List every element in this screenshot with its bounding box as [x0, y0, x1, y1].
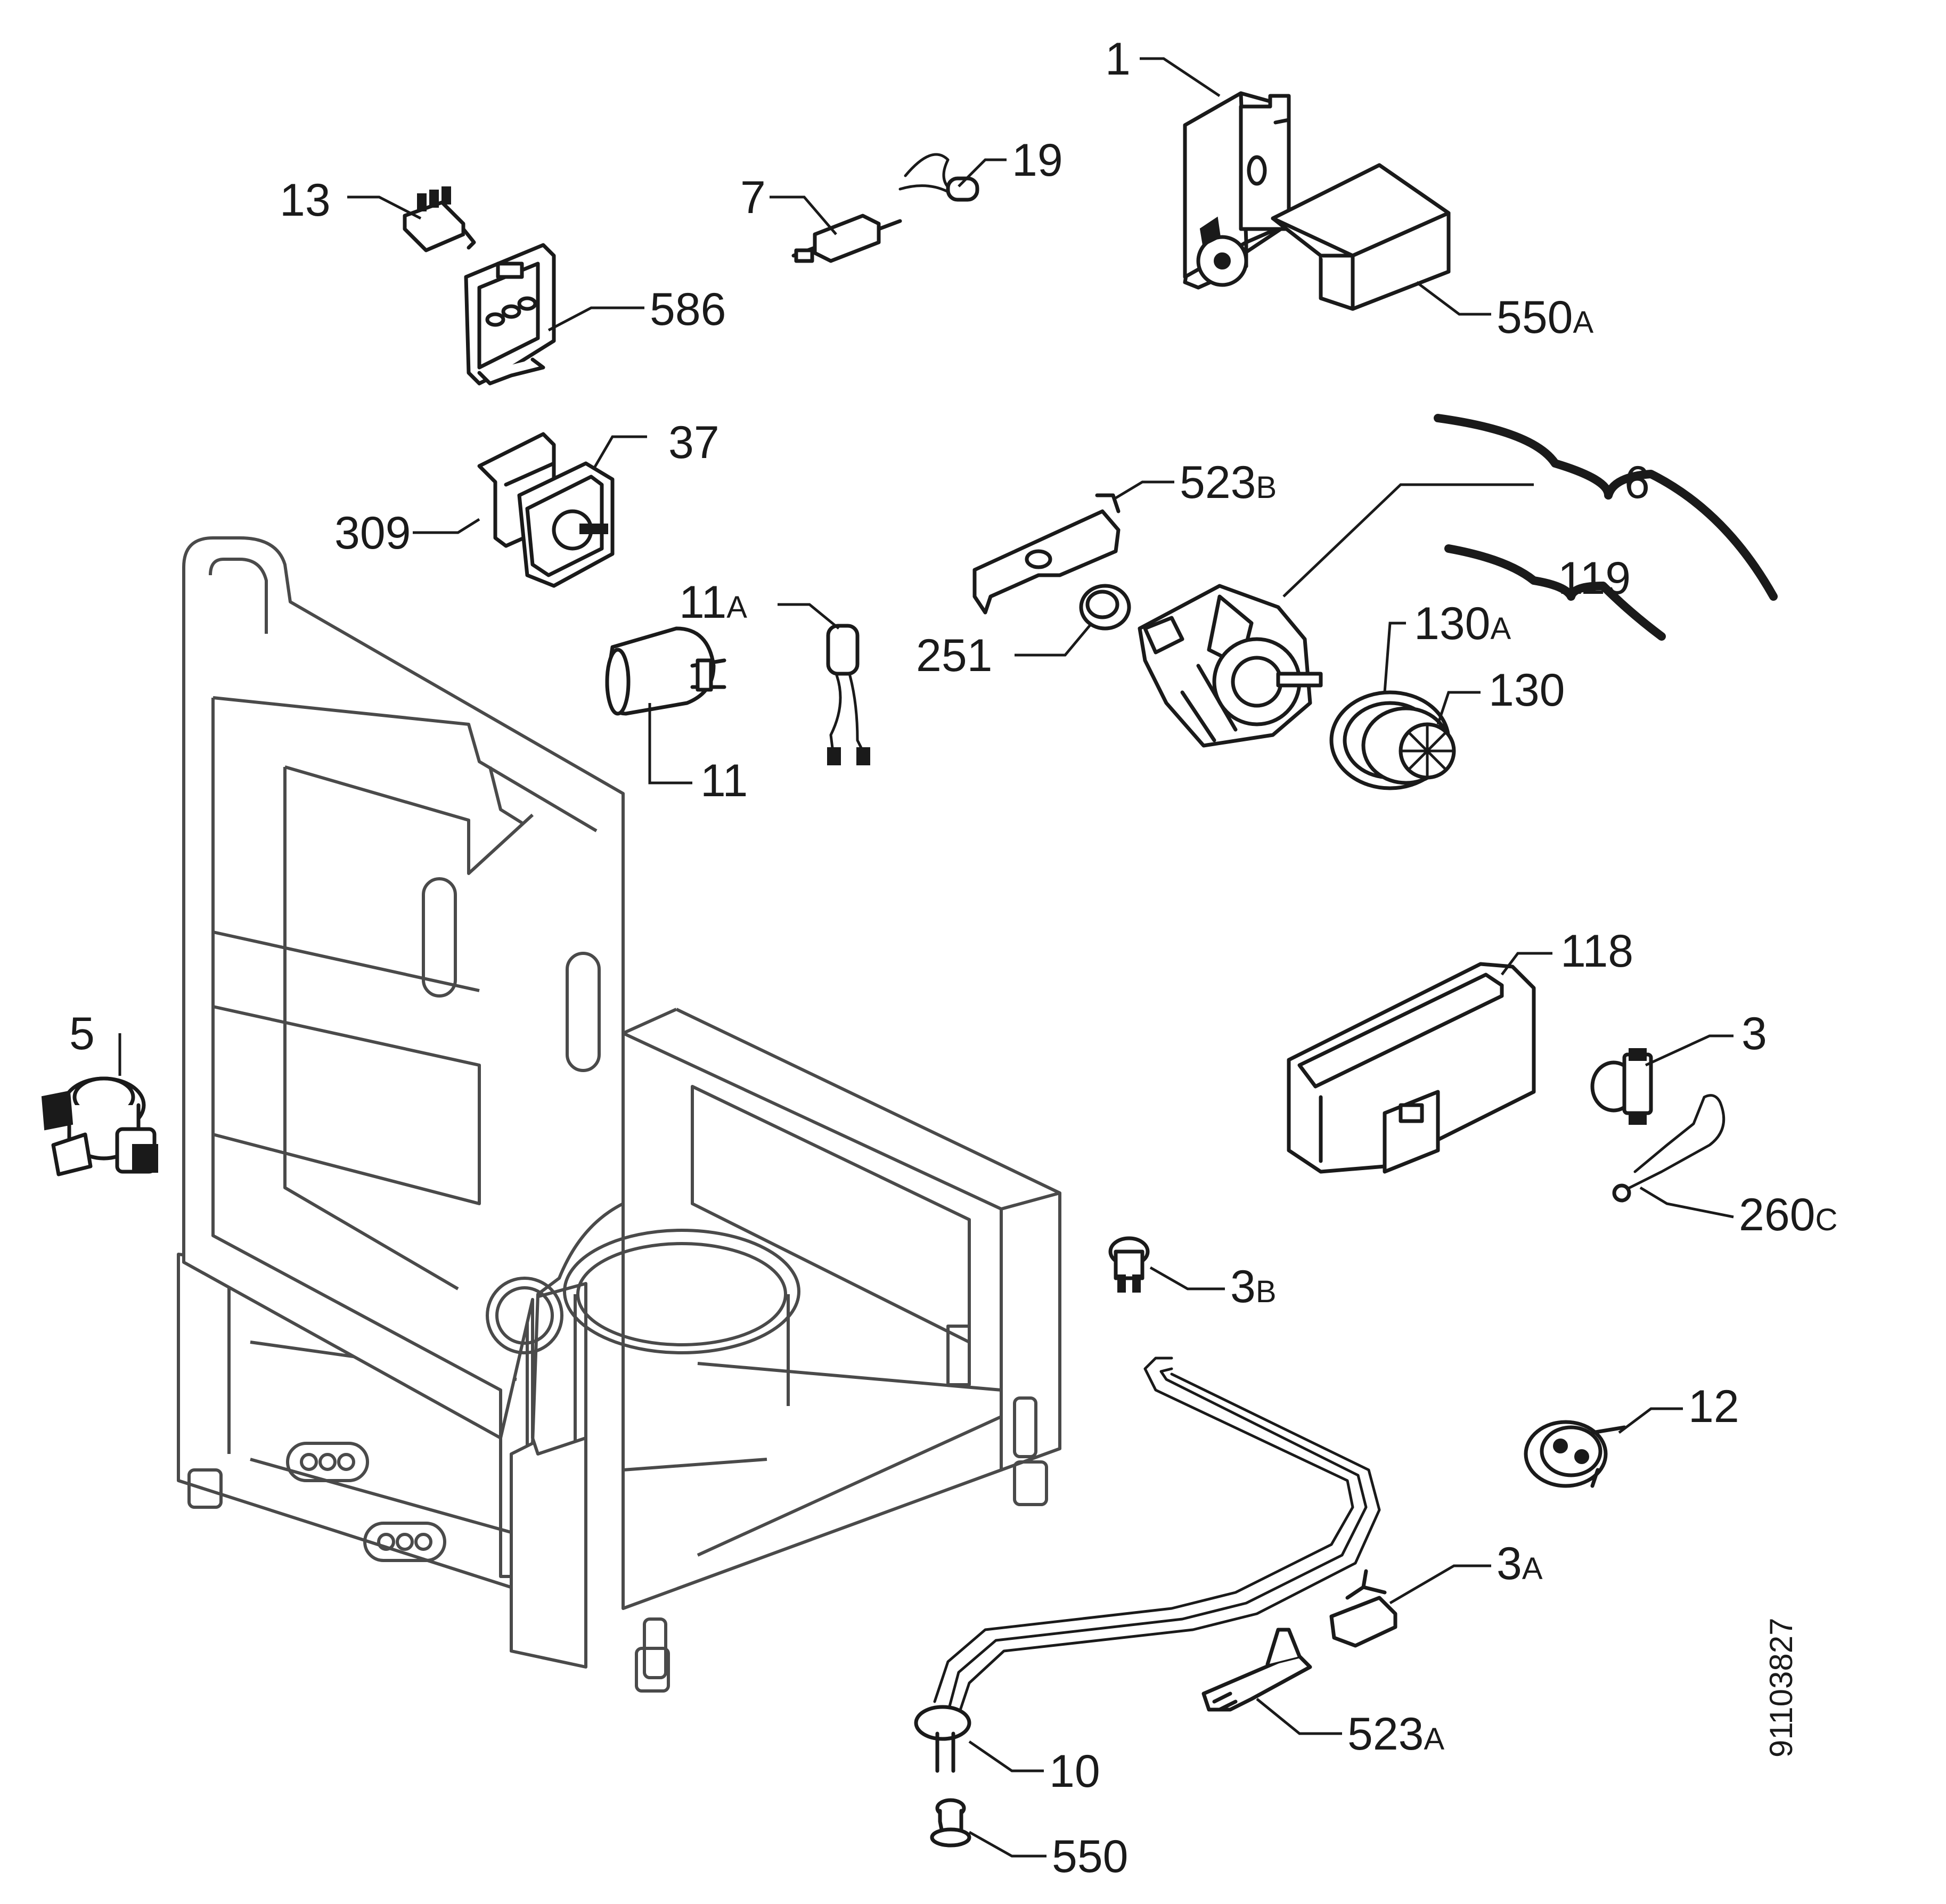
part-523a-bracket	[1201, 1628, 1312, 1712]
base-vent-2	[363, 1522, 446, 1562]
foot-front-mid	[635, 1647, 670, 1693]
part-13-switch	[403, 186, 476, 252]
callout-11a: 11A	[679, 577, 747, 628]
part-130-impeller	[1329, 690, 1456, 790]
callout-3: 3	[1741, 1008, 1767, 1059]
door-slot-2	[566, 952, 601, 1072]
part-523b-bracket	[972, 493, 1121, 615]
part-11-capacitor	[605, 626, 726, 716]
part-1-timer	[1183, 91, 1291, 290]
dishwasher-frame	[177, 536, 1061, 1693]
foot-rear-right	[1013, 1460, 1048, 1506]
callout-523a: 523A	[1347, 1709, 1445, 1760]
callout-260c: 260C	[1739, 1189, 1837, 1240]
callout-3a: 3A	[1497, 1538, 1543, 1589]
callout-1: 1	[1105, 34, 1131, 85]
callout-11: 11	[700, 755, 748, 806]
callout-309: 309	[334, 508, 411, 559]
part-11a-suppressor	[826, 624, 870, 765]
door-panel	[182, 536, 625, 1669]
foot-front-left	[187, 1468, 223, 1509]
callout-12: 12	[1688, 1381, 1739, 1432]
sump-opening	[563, 1229, 800, 1354]
callout-labels: 1 13 7 19 586 550A 37 309 523B 6 119 11A…	[69, 34, 1837, 1882]
callout-118: 118	[1560, 926, 1633, 977]
callout-13: 13	[280, 175, 331, 226]
part-251-bushing	[1079, 584, 1131, 631]
callout-586: 586	[650, 284, 726, 335]
door-slot-1	[422, 877, 457, 998]
part-260c-clip	[1612, 1094, 1726, 1203]
part-12-thermostat	[1524, 1420, 1626, 1488]
part-3b-connector	[1108, 1236, 1150, 1293]
callout-5: 5	[69, 1008, 95, 1059]
door-round-port	[486, 1277, 563, 1354]
callout-251: 251	[916, 630, 993, 681]
part-550-foot	[930, 1798, 971, 1848]
part-586-bracket	[464, 243, 556, 386]
callout-37: 37	[668, 417, 719, 468]
part-19-sensor	[898, 153, 979, 202]
leader-lines	[118, 57, 1734, 1858]
part-10-heating-element	[914, 1357, 1381, 1773]
part-5-valve	[41, 1076, 158, 1176]
part-3a-bracket	[1329, 1569, 1397, 1648]
callout-119: 119	[1558, 553, 1631, 604]
callout-7: 7	[740, 172, 766, 223]
document-number: 91103827	[1763, 1618, 1799, 1758]
foot-front-right	[643, 1617, 667, 1679]
part-118-dispenser	[1287, 962, 1536, 1174]
callout-130a: 130A	[1414, 598, 1511, 649]
part-37-motor-bracket	[517, 461, 615, 588]
part-3-switch	[1590, 1048, 1653, 1125]
part-550a-cover-box	[1271, 163, 1451, 311]
callout-6: 6	[1624, 457, 1650, 508]
callout-523b: 523B	[1180, 457, 1277, 508]
callout-550: 550	[1052, 1831, 1129, 1882]
callout-130: 130	[1489, 665, 1565, 716]
foot-rear-mid	[1013, 1396, 1037, 1458]
callout-550a: 550A	[1497, 292, 1594, 343]
callout-19: 19	[1012, 135, 1063, 186]
brace-6	[1434, 414, 1778, 601]
brace-119	[1444, 544, 1666, 641]
part-7-connector	[791, 214, 902, 263]
base-vent-1	[286, 1442, 369, 1482]
callout-3b: 3B	[1230, 1261, 1277, 1312]
part-6-motor	[1138, 584, 1323, 748]
callout-10: 10	[1049, 1746, 1100, 1797]
